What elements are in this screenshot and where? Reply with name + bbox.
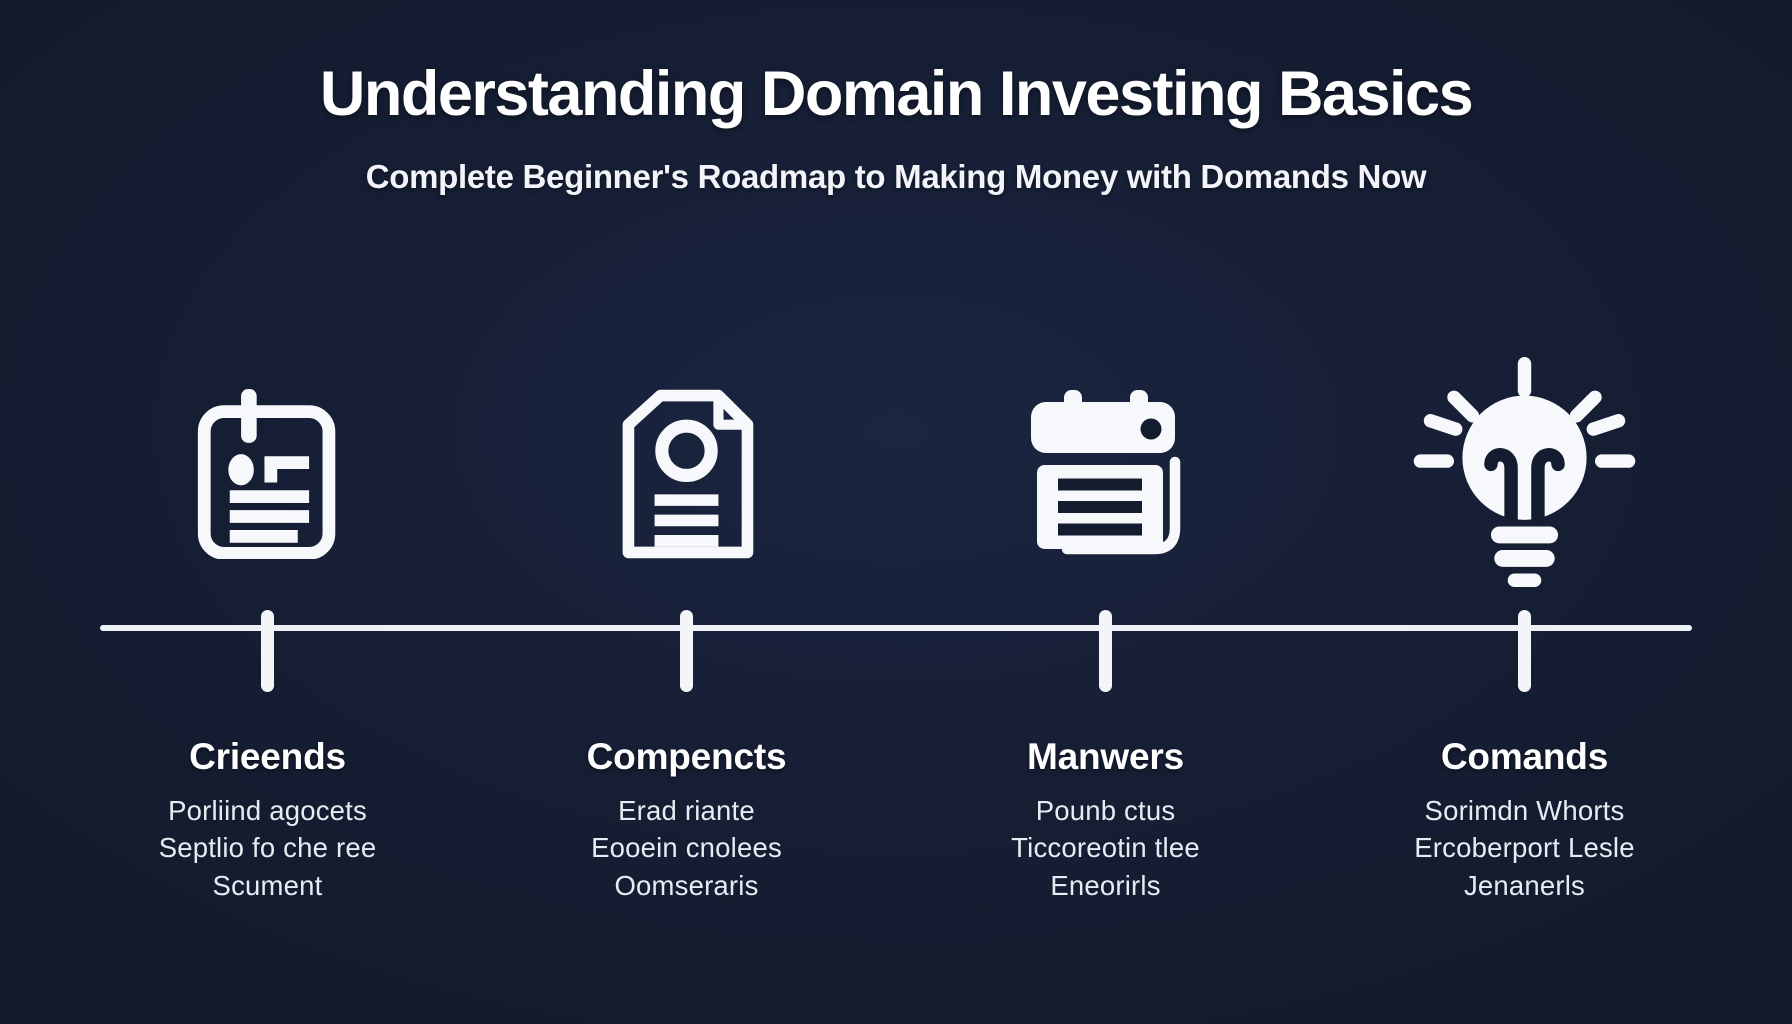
calendar-icon xyxy=(1030,390,1180,555)
step-description-line: Jenanerls xyxy=(1463,869,1586,901)
step-heading: Crieends xyxy=(189,736,346,777)
step-description: Erad riante Eooein cnolees Oomseraris xyxy=(591,792,782,904)
timeline-tick xyxy=(1099,610,1112,692)
step-description-line: Oomseraris xyxy=(614,869,759,901)
timeline-tick xyxy=(261,610,274,692)
step-description: Sorimdn Whorts Ercoberport Lesle Jenaner… xyxy=(1414,792,1634,904)
page-title: Understanding Domain Investing Basics xyxy=(319,59,1474,129)
step-description-line: Sorimdn Whorts xyxy=(1424,795,1625,826)
step-description-line: Ercoberport Lesle xyxy=(1414,832,1635,864)
step-heading: Compencts xyxy=(586,736,787,777)
clipboard-document-icon xyxy=(197,389,335,559)
step-2: Compencts Erad riante Eooein cnolees Oom… xyxy=(587,338,787,904)
document-file-icon xyxy=(622,389,754,559)
step-heading: Comands xyxy=(1440,736,1609,777)
step-description-line: Erad riante xyxy=(618,795,755,826)
step-description: Pounb ctus Ticcoreotin tlee Eneorirls xyxy=(1011,792,1200,904)
step-description: Porliind agocets Septlio fo che ree Scum… xyxy=(159,792,377,904)
step-description-line: Scument xyxy=(212,869,323,901)
step-description-line: Eooein cnolees xyxy=(591,832,782,864)
header: Understanding Domain Investing Basics Co… xyxy=(0,58,1792,196)
timeline-tick xyxy=(1518,610,1531,692)
step-description-line: Ticcoreotin tlee xyxy=(1011,832,1200,864)
step-description-line: Septlio fo che ree xyxy=(158,832,377,864)
lightbulb-icon xyxy=(1413,356,1636,587)
page-subtitle: Complete Beginner's Roadmap to Making Mo… xyxy=(365,158,1427,195)
timeline-steps: Crieends Porliind agocets Septlio fo che… xyxy=(58,338,1734,904)
step-description-line: Eneorirls xyxy=(1050,869,1161,901)
step-1: Crieends Porliind agocets Septlio fo che… xyxy=(159,338,377,904)
step-heading: Manwers xyxy=(1027,736,1184,777)
timeline-tick xyxy=(680,610,693,692)
step-description-line: Porliind agocets xyxy=(168,795,367,826)
step-description-line: Pounb ctus xyxy=(1035,795,1176,826)
step-3: Manwers Pounb ctus Ticcoreotin tlee Eneo… xyxy=(1011,338,1200,904)
step-4: Comands Sorimdn Whorts Ercoberport Lesle… xyxy=(1407,338,1642,904)
timeline-line xyxy=(100,625,1692,631)
